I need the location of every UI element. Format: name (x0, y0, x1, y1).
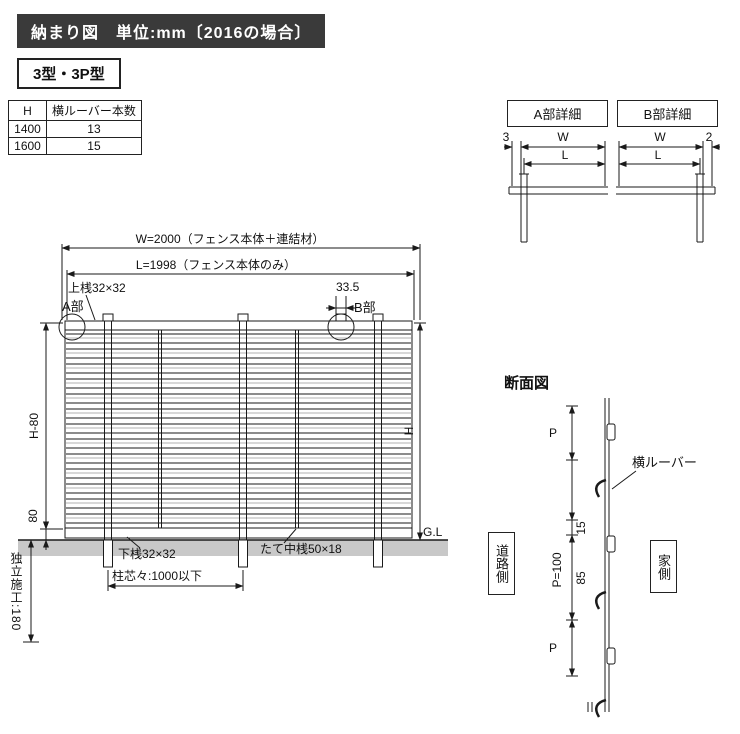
part-b-circle (327, 313, 355, 341)
dim-h-minus-80 (40, 322, 63, 530)
spec-cell-h-1600: 1600 (8, 137, 47, 155)
model-type-label: 3型・3P型 (17, 58, 121, 89)
spec-header-row: H 横ルーバー本数 (8, 100, 142, 121)
dim-w-label: W=2000（フェンス本体＋連結材） (136, 232, 325, 246)
vertical-mid-rail (295, 329, 299, 529)
detail-a-title: A部詳細 (507, 100, 608, 127)
detail-b-dim-2-label: 2 (706, 130, 713, 144)
louver (65, 513, 412, 524)
joint-cap (335, 313, 347, 322)
detail-a-dim-w-label: W (557, 130, 569, 144)
louver-blade (594, 590, 607, 610)
section-dims (566, 405, 578, 677)
detail-a-dim-l-label: L (562, 148, 569, 162)
page-title: 納まり図 単位:mm〔2016の場合〕 (17, 14, 326, 48)
dim-post-pitch (107, 570, 244, 591)
louver (65, 408, 412, 419)
spec-col-louver-count: 横ルーバー本数 (46, 100, 142, 121)
louver (65, 438, 412, 449)
spec-cell-count-13: 13 (46, 120, 142, 138)
dim-80-label: 80 (26, 509, 40, 523)
dim-l (66, 270, 415, 320)
detail-b-dim-l-label: L (655, 148, 662, 162)
dim-h (414, 322, 426, 541)
mid-rail-label: たて中桟50×18 (260, 541, 342, 556)
section-dim-15-label: 15 (574, 521, 588, 535)
post-pitch-label: 柱芯々:1000以下 (112, 568, 202, 583)
louver (65, 453, 412, 464)
louver (65, 333, 412, 344)
section-title: 断面図 (504, 375, 550, 392)
section-louver-label: 横ルーバー (632, 455, 697, 470)
road-side-label: 道路側 (488, 532, 515, 595)
ground (18, 539, 448, 556)
louver-blade (594, 478, 607, 498)
dim-33-5 (326, 296, 356, 318)
dim-h-label: H (402, 427, 416, 436)
ground-level-label: G.L (423, 525, 443, 539)
dim-w (61, 244, 421, 320)
section-dim-p-top-label: P (549, 426, 557, 440)
louver (65, 378, 412, 389)
section-dim-p100-label: P=100 (550, 552, 564, 587)
louver (65, 348, 412, 359)
detail-a-dim-3-label: 3 (503, 130, 510, 144)
dim-l-label: L=1998（フェンス本体のみ） (136, 258, 296, 272)
louver (65, 483, 412, 494)
fence-panel (64, 320, 413, 539)
spec-row-1400: 1400 13 (8, 120, 142, 138)
louver (65, 423, 412, 434)
dim-33-5-label: 33.5 (336, 280, 360, 294)
section-dim-p-bottom-label: P (549, 641, 557, 655)
louver (65, 393, 412, 404)
spec-table: H 横ルーバー本数 1400 13 1600 15 (8, 100, 142, 155)
section-dim-85-label: 85 (574, 571, 588, 585)
spec-row-1600: 1600 15 (8, 137, 142, 155)
louver-blade (594, 698, 607, 718)
top-rail-label: 上桟32×32 (68, 281, 126, 295)
spec-cell-count-15: 15 (46, 137, 142, 155)
bottom-rail-label: 下桟32×32 (118, 547, 176, 561)
louver (65, 468, 412, 479)
part-b-label: B部 (354, 300, 376, 315)
leader-top-rail (85, 294, 96, 321)
leader-louver (611, 470, 637, 490)
detail-b-dim-w-label: W (654, 130, 666, 144)
dim-h80-label: H-80 (27, 413, 41, 439)
spec-cell-h-1400: 1400 (8, 120, 47, 138)
louver (65, 363, 412, 374)
embed-depth-label: 独立施工:180 (9, 552, 23, 632)
detail-b-title: B部詳細 (617, 100, 718, 127)
spec-col-h: H (8, 100, 47, 121)
detail-b-drawing (616, 141, 720, 243)
detail-a-drawing (504, 141, 608, 243)
house-side-label: 家側 (650, 540, 677, 593)
dim-embed-depth (23, 539, 39, 643)
louver (65, 498, 412, 509)
part-a-label: A部 (62, 299, 84, 314)
leader-mid-rail (283, 528, 297, 544)
vertical-mid-rail (158, 329, 162, 529)
part-a-circle (58, 313, 86, 341)
leader-bottom-rail (126, 536, 141, 549)
section-frame (587, 398, 616, 718)
